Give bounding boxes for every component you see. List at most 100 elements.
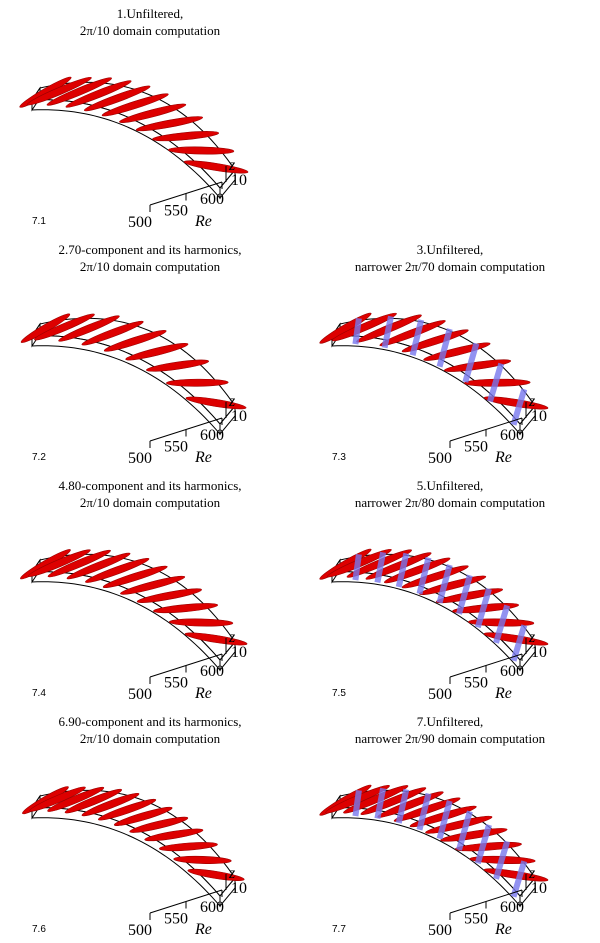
re-tick-label: 500 [128,450,152,467]
blue-band [409,319,425,356]
z-tick-label: 10 [231,172,247,189]
blue-band [474,588,492,629]
panel-label: 7.3 [332,452,346,463]
red-stripe [168,146,235,155]
red-stripe [168,618,234,627]
z-tick-label: 10 [531,644,547,661]
red-stripe [187,868,245,882]
caption-line: 2π/10 domain computation [79,495,221,510]
caption-line: 6.90-component and its harmonics, [58,714,242,729]
blue-band [456,574,473,615]
caption-line: 4.80-component and its harmonics, [58,478,242,493]
blue-band [436,328,453,368]
red-stripe [401,329,469,353]
red-stripe [379,320,446,347]
caption-line: 7.Unfiltered, [416,714,484,729]
red-stripe [101,93,169,117]
panel-label: 7.1 [32,216,46,227]
z-axis-label: z [228,157,236,174]
re-tick-label: 550 [164,911,188,928]
z-axis-label: z [528,865,536,882]
caption-line: 5.Unfiltered, [416,478,484,493]
re-tick-label: 600 [500,899,524,916]
re-tick-label: 500 [428,450,452,467]
blue-band [352,789,362,817]
panel-caption: 3.Unfiltered,narrower 2π/70 domain compu… [300,241,600,275]
z-axis-label: z [228,393,236,410]
blue-band [381,315,394,349]
caption-line: 2π/10 domain computation [79,23,221,38]
re-tick-label: 550 [464,911,488,928]
blue-band [416,792,432,831]
panel-label: 7.7 [332,924,346,935]
re-tick-label: 600 [500,663,524,680]
blue-band [493,604,511,644]
panel-caption: 2.70-component and its harmonics,2π/10 d… [0,241,300,275]
panel-label: 7.4 [32,688,46,699]
red-stripe [27,76,92,106]
re-axis-label: Re [494,449,512,466]
z-tick-label: 10 [231,880,247,897]
red-stripe [136,588,202,603]
re-axis-label: Re [494,685,512,702]
blue-band [510,860,528,898]
red-stripe [129,816,189,833]
slab-end-face [519,404,536,436]
blue-band [510,624,528,662]
panel-7-6: 6.90-component and its harmonics, 2π/10 d… [0,708,300,943]
re-tick-label: 600 [200,899,224,916]
panel-7-3: 3.Unfiltered,narrower 2π/70 domain compu… [300,236,600,471]
red-stripe [85,557,150,583]
z-tick-label: 10 [231,644,247,661]
caption-line: narrower 2π/80 domain computation [354,495,546,510]
re-tick-label: 600 [200,191,224,208]
blue-band [436,800,453,840]
panel-label: 7.6 [32,924,46,935]
red-stripe [98,798,157,821]
red-stripe [153,603,219,614]
blue-band [462,342,480,383]
re-tick-label: 600 [500,427,524,444]
panel-7-7: 7.Unfiltered,narrower 2π/90 domain compu… [300,708,600,943]
blue-band [374,787,387,819]
red-stripe [81,792,140,817]
red-stripe [47,549,111,578]
blue-band [456,810,473,851]
z-axis-label: z [228,629,236,646]
blue-band [436,564,453,604]
slab-end-face [219,876,236,908]
red-stripe [144,828,204,842]
re-tick-label: 550 [164,203,188,220]
blue-band [416,556,432,595]
panel-caption: 5.Unfiltered, narrower 2π/80 domain compu… [300,477,600,511]
blue-band [395,552,410,588]
panel-7-4: 4.80-component and its harmonics, 2π/10 d… [0,472,300,707]
z-tick-label: 10 [531,408,547,425]
red-stripe [58,315,120,342]
caption-line: 2π/10 domain computation [79,259,221,274]
red-stripe [102,565,168,588]
panel-caption: 4.80-component and its harmonics, 2π/10 d… [0,477,300,511]
re-axis-label: Re [194,685,212,702]
panel-label: 7.2 [32,452,46,463]
caption-line: 2π/10 domain computation [79,731,221,746]
red-stripe [483,396,549,410]
blue-band [493,840,511,880]
caption-line: narrower 2π/70 domain computation [354,259,546,274]
red-stripe [440,828,508,842]
blue-band [474,824,492,865]
red-stripe [146,359,210,372]
red-stripe [29,786,86,812]
slab-end-face [219,404,236,436]
blue-band [352,317,362,345]
